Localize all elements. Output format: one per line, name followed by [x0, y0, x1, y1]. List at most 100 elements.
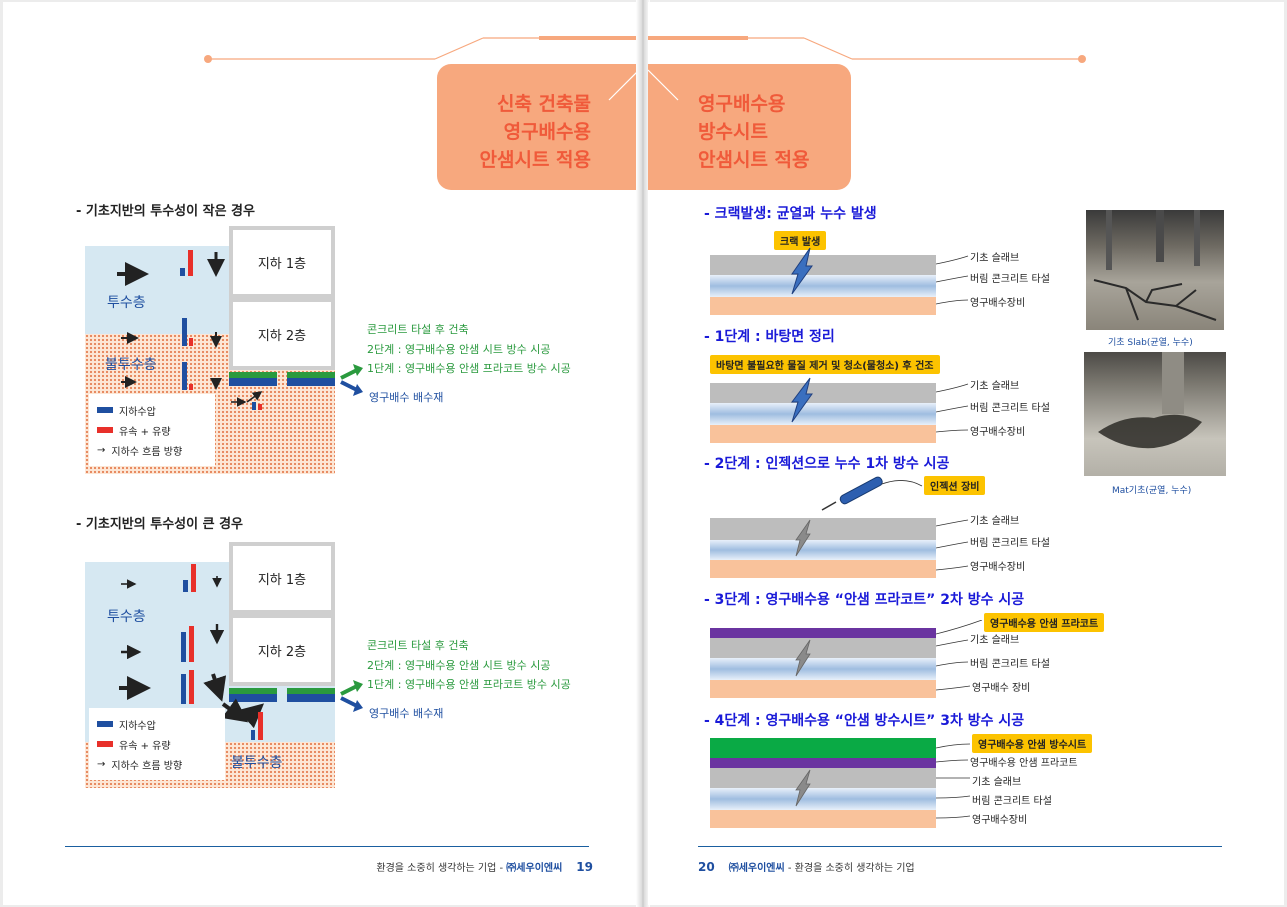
crack-slab	[710, 255, 936, 275]
step1-heading: - 1단계 : 바탕면 정리	[704, 329, 835, 345]
step2-label-3: 영구배수장비	[970, 562, 1026, 573]
crack-lean-concrete	[710, 275, 936, 297]
step4-precoat	[710, 758, 936, 768]
step2-label-2: 버림 콘크리트 타설	[970, 538, 1050, 549]
step1-label-1: 기초 슬래브	[970, 381, 1020, 392]
case2-slab-green-right	[287, 688, 335, 694]
case2-pointer-arrows	[340, 680, 363, 712]
right-page: 영구배수용 방수시트 안샘시트 적용 - 크랙발생: 균열과 누수 발생 크랙 …	[648, 2, 1284, 905]
footer-left-text: 환경을 소중히 생각하는 기업 -	[376, 863, 507, 874]
case1-note-1: 콘크리트 타설 후 건축	[367, 323, 469, 336]
case1-floor1: 지하 1층	[229, 226, 335, 298]
banner-chevron-left	[608, 69, 639, 101]
case1-slab-green-left	[229, 372, 277, 378]
case2-drain-note: 영구배수 배수재	[369, 707, 444, 720]
case2-floor2: 지하 2층	[229, 614, 335, 686]
legend2-direction: 지하수 흐름 방향	[111, 760, 183, 772]
step4-tag: 영구배수용 안샘 방수시트	[972, 734, 1093, 753]
step3-label-2: 버림 콘크리트 타설	[970, 659, 1050, 670]
step4-label-4: 영구배수장비	[972, 815, 1028, 826]
step4-slab	[710, 768, 936, 788]
legend2-flow: 유속 + 유량	[119, 740, 171, 752]
step2-drain	[710, 560, 936, 578]
footer-right: 20㈜세우이엔씨 - 환경을 소중히 생각하는 기업	[698, 859, 915, 874]
case2-perm-label: 투수층	[107, 609, 146, 625]
step3-leader-lines	[936, 620, 983, 691]
step2-heading: - 2단계 : 인젝션으로 누수 1차 방수 시공	[704, 456, 950, 472]
case2-floor1: 지하 1층	[229, 542, 335, 614]
crack-leader-lines	[936, 255, 969, 305]
step3-slab	[710, 638, 936, 658]
step2-label-1: 기초 슬래브	[970, 516, 1020, 527]
case1-floor1-label: 지하 1층	[257, 256, 307, 272]
step4-crack-icon	[795, 769, 811, 807]
case2-legend: 지하수압 유속 + 유량 → 지하수 흐름 방향	[89, 708, 225, 780]
banner-left-line-1: 신축 건축물	[496, 93, 591, 115]
case2-note-1: 콘크리트 타설 후 건축	[367, 639, 469, 652]
legend-direction: 지하수 흐름 방향	[111, 446, 183, 458]
legend2-pressure-swatch	[97, 721, 113, 727]
case1-imperm-label: 불투수층	[105, 357, 157, 373]
banner-left-line-2: 영구배수용	[503, 121, 591, 143]
step4-leader-lines	[936, 743, 971, 819]
step1-label-2: 버림 콘크리트 타설	[970, 403, 1050, 414]
banner-right: 영구배수용 방수시트 안샘시트 적용	[648, 64, 851, 190]
step3-precoat	[710, 628, 936, 638]
step2-lean-concrete	[710, 540, 936, 560]
step4-label-2: 기초 슬래브	[972, 777, 1022, 788]
step3-lean-concrete	[710, 658, 936, 680]
arrow-right-icon: →	[97, 758, 106, 770]
case1-perm-label: 투수층	[107, 295, 146, 311]
banner-right-line-2: 방수시트	[698, 121, 768, 143]
footer-line-left	[65, 846, 589, 847]
banner-left-line-3: 안샘시트 적용	[479, 149, 592, 171]
crack-label-3: 영구배수장비	[970, 298, 1026, 309]
photo-slab-crack	[1086, 210, 1224, 330]
legend-flow: 유속 + 유량	[119, 426, 171, 438]
step3-drain	[710, 680, 936, 698]
case2-slab-green-left	[229, 688, 277, 694]
book-spine	[636, 0, 650, 907]
case1-note-3: 1단계 : 영구배수용 안샘 프라코트 방수 시공	[367, 362, 571, 375]
photo2-caption: Mat기초(균열, 누수)	[1112, 486, 1192, 496]
step4-heading: - 4단계 : 영구배수용 “안샘 방수시트” 3차 방수 시공	[704, 713, 1025, 729]
case2-slab-blue-right	[287, 694, 335, 702]
legend-pressure: 지하수압	[119, 406, 156, 418]
photo-mat-leak	[1084, 352, 1226, 476]
case1-slab-green-right	[287, 372, 335, 378]
step4-label-3: 버림 콘크리트 타설	[972, 796, 1052, 807]
case1-heading: - 기초지반의 투수성이 작은 경우	[76, 204, 255, 219]
step1-crack-icon	[791, 377, 813, 423]
footer-line-right	[698, 846, 1222, 847]
crack-icon	[791, 247, 813, 295]
footer-left-company: ㈜세우이엔씨	[506, 863, 563, 874]
step2-slab	[710, 518, 936, 540]
step2-crack-icon	[795, 519, 811, 557]
legend2-pressure: 지하수압	[119, 720, 156, 732]
case1-slab-blue-left	[229, 378, 277, 386]
banner-right-line-3: 안샘시트 적용	[698, 149, 810, 171]
case1-floor2-label: 지하 2층	[257, 328, 307, 344]
step1-tag: 바탕면 불필요한 물질 제거 및 청소(물청소) 후 건조	[710, 355, 940, 374]
step2-tag: 인젝션 장비	[924, 476, 986, 495]
banner-left: 신축 건축물 영구배수용 안샘시트 적용	[437, 64, 639, 190]
left-page: 신축 건축물 영구배수용 안샘시트 적용 - 기초지반의 투수성이 작은 경우 …	[3, 2, 639, 905]
case1-floor2: 지하 2층	[229, 298, 335, 370]
arrow-right-icon: →	[97, 444, 106, 456]
case1-flow-arrows	[117, 250, 263, 410]
step2-leader-lines	[936, 519, 969, 571]
step3-label-1: 기초 슬래브	[970, 635, 1020, 646]
photo-leak-stain	[1098, 352, 1202, 449]
step3-label-3: 영구배수 장비	[972, 683, 1031, 694]
case2-slab-blue-left	[229, 694, 277, 702]
step1-label-3: 영구배수장비	[970, 427, 1026, 438]
footer-right-text: - 환경을 소중히 생각하는 기업	[784, 863, 915, 874]
case1-pointer-arrows	[340, 364, 363, 396]
photo1-caption: 기초 Slab(균열, 누수)	[1108, 338, 1193, 348]
step1-lean-concrete	[710, 403, 936, 425]
case2-imperm-label: 불투수층	[231, 755, 283, 771]
banner-chevron-right	[648, 69, 679, 101]
legend2-flow-swatch	[97, 741, 113, 747]
case1-legend: 지하수압 유속 + 유량 → 지하수 흐름 방향	[89, 394, 215, 466]
legend-pressure-swatch	[97, 407, 113, 413]
